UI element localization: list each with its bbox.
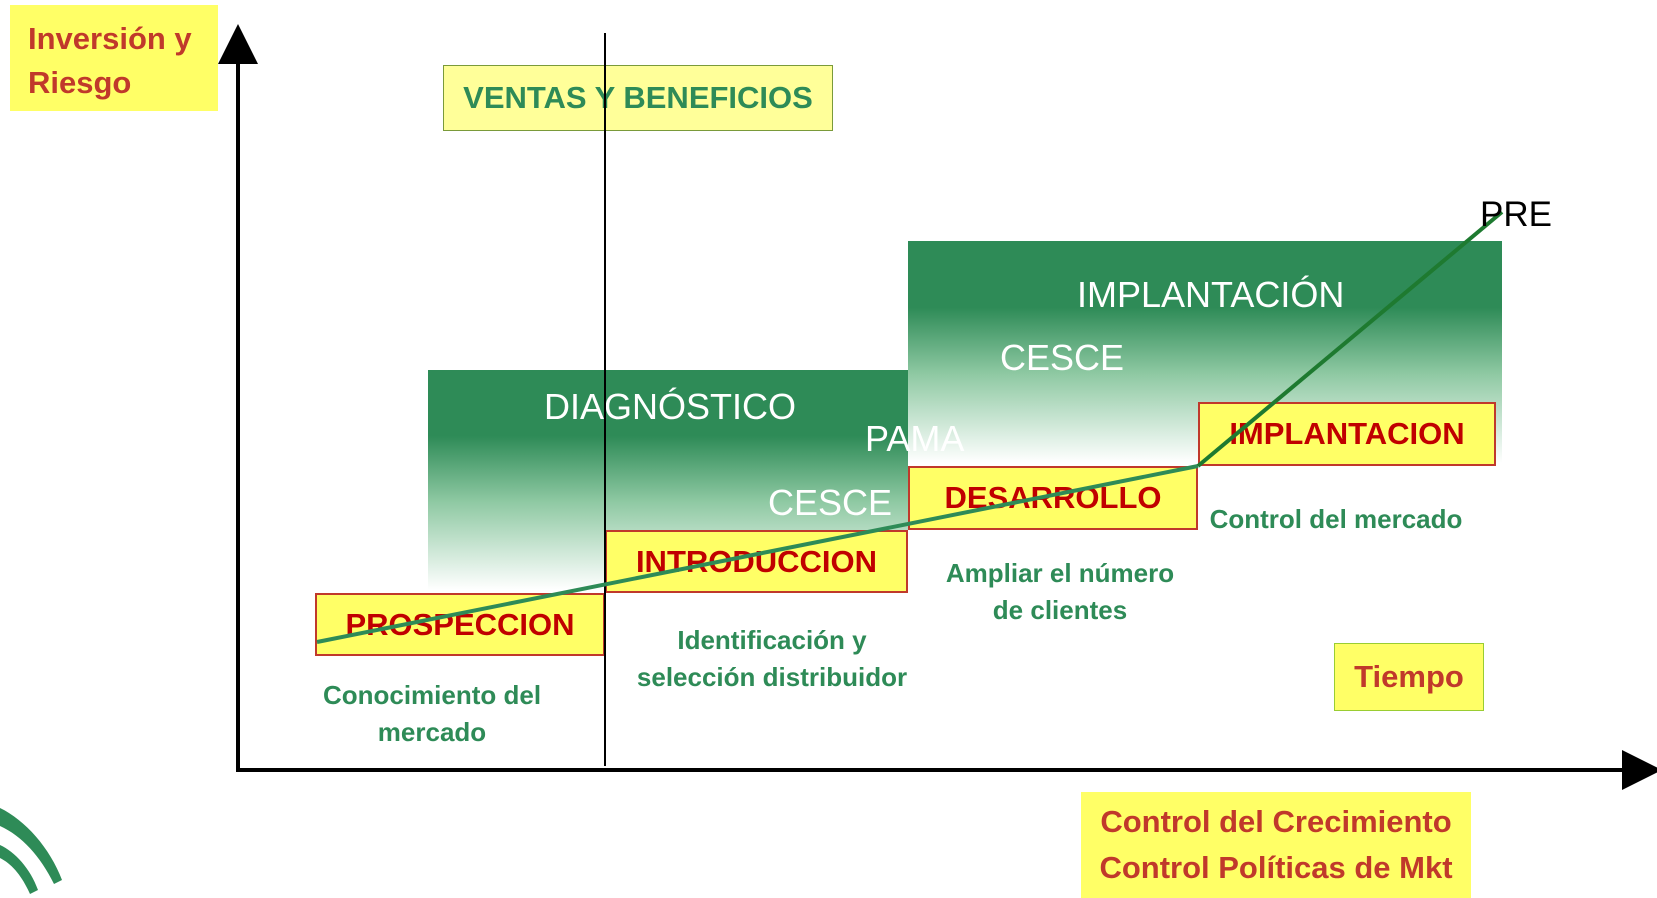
introduccion-desc-line2: selección distribuidor bbox=[636, 662, 908, 692]
implantacion-desc-line1: Control del mercado bbox=[1209, 504, 1463, 534]
y-axis-label: Inversión y Riesgo bbox=[10, 5, 218, 111]
pre-label: PRE bbox=[1480, 195, 1552, 234]
stage-implantacion-label: IMPLANTACION bbox=[1229, 416, 1465, 451]
stage-introduccion: INTRODUCCION bbox=[605, 530, 908, 593]
ventas-beneficios-label: VENTAS Y BENEFICIOS bbox=[463, 80, 813, 115]
swoosh-logo bbox=[0, 808, 62, 894]
y-axis-label-line1: Inversión y bbox=[28, 21, 192, 56]
growth-trend-line bbox=[316, 464, 1199, 644]
desarrollo-desc-line2: de clientes bbox=[992, 595, 1128, 625]
stage-implantacion-description: Control del mercado bbox=[1196, 501, 1476, 538]
y-axis-label-line2: Riesgo bbox=[28, 65, 132, 100]
prospeccion-desc-line2: mercado bbox=[377, 717, 487, 747]
tiempo-label: Tiempo bbox=[1354, 659, 1464, 694]
stage-introduccion-description: Identificación y selección distribuidor bbox=[612, 622, 932, 696]
pre-trend-line bbox=[1196, 210, 1504, 468]
control-box: Control del Crecimiento Control Política… bbox=[1081, 792, 1471, 898]
ventas-beneficios-box: VENTAS Y BENEFICIOS bbox=[443, 65, 833, 131]
cesce-lower-label: CESCE bbox=[768, 482, 893, 523]
stage-prospeccion: PROSPECCION bbox=[315, 593, 605, 656]
stage-prospeccion-description: Conocimiento del mercado bbox=[282, 677, 582, 751]
prospeccion-desc-line1: Conocimiento del bbox=[322, 680, 542, 710]
introduccion-desc-line1: Identificación y bbox=[677, 625, 867, 655]
cesce-upper-label: CESCE bbox=[1000, 337, 1125, 378]
implantacion-label: IMPLANTACIÓN bbox=[1077, 274, 1345, 315]
stage-implantacion: IMPLANTACION bbox=[1198, 402, 1496, 466]
control-box-line2: Control Políticas de Mkt bbox=[1099, 850, 1453, 885]
pama-label: PAMA bbox=[865, 418, 965, 459]
tiempo-box: Tiempo bbox=[1334, 643, 1484, 711]
stage-introduccion-label: INTRODUCCION bbox=[635, 543, 878, 579]
stage-desarrollo-description: Ampliar el número de clientes bbox=[920, 555, 1200, 629]
control-box-line1: Control del Crecimiento bbox=[1100, 804, 1452, 839]
diagnostico-label: DIAGNÓSTICO bbox=[544, 386, 797, 427]
desarrollo-desc-line1: Ampliar el número bbox=[945, 558, 1175, 588]
